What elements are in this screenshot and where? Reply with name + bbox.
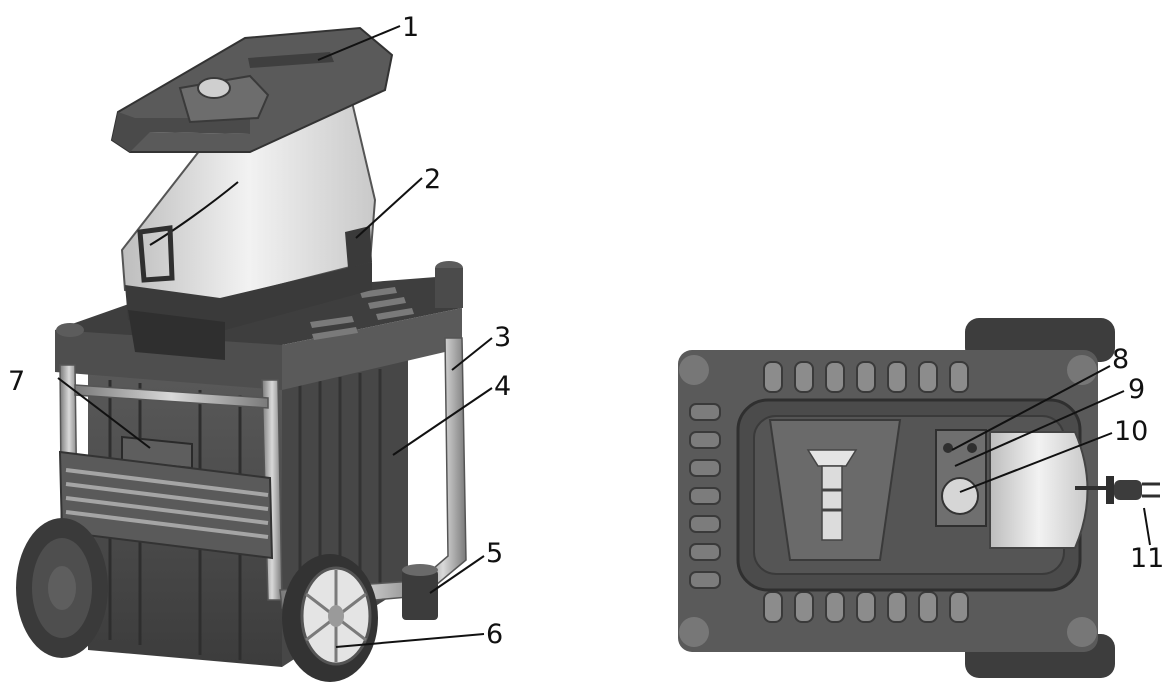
motor-housing [989,431,1089,549]
shredder-side-view [16,26,467,682]
funnel-hopper [120,100,377,360]
callout-10: 10 [1114,416,1148,447]
callout-2: 2 [424,164,441,195]
shredder-bottom-view [678,318,1160,678]
callout-6: 6 [486,619,503,650]
callout-1: 1 [402,12,419,43]
callout-numbers: 1 2 3 4 5 6 7 8 9 10 11 [8,12,1164,650]
power-cable [1075,476,1160,504]
callout-5: 5 [486,538,503,569]
front-wheel [282,554,378,682]
callout-7: 7 [8,366,25,397]
switch-box [345,226,372,268]
support-foot [402,564,438,620]
callout-9: 9 [1128,374,1145,405]
front-grate [58,450,274,560]
callout-4: 4 [494,371,511,402]
callout-3: 3 [494,322,511,353]
callout-11: 11 [1130,543,1164,574]
rear-wheel [16,518,108,658]
callout-8: 8 [1112,344,1129,375]
tool-mark [806,449,858,541]
leader-lines [57,25,1151,648]
